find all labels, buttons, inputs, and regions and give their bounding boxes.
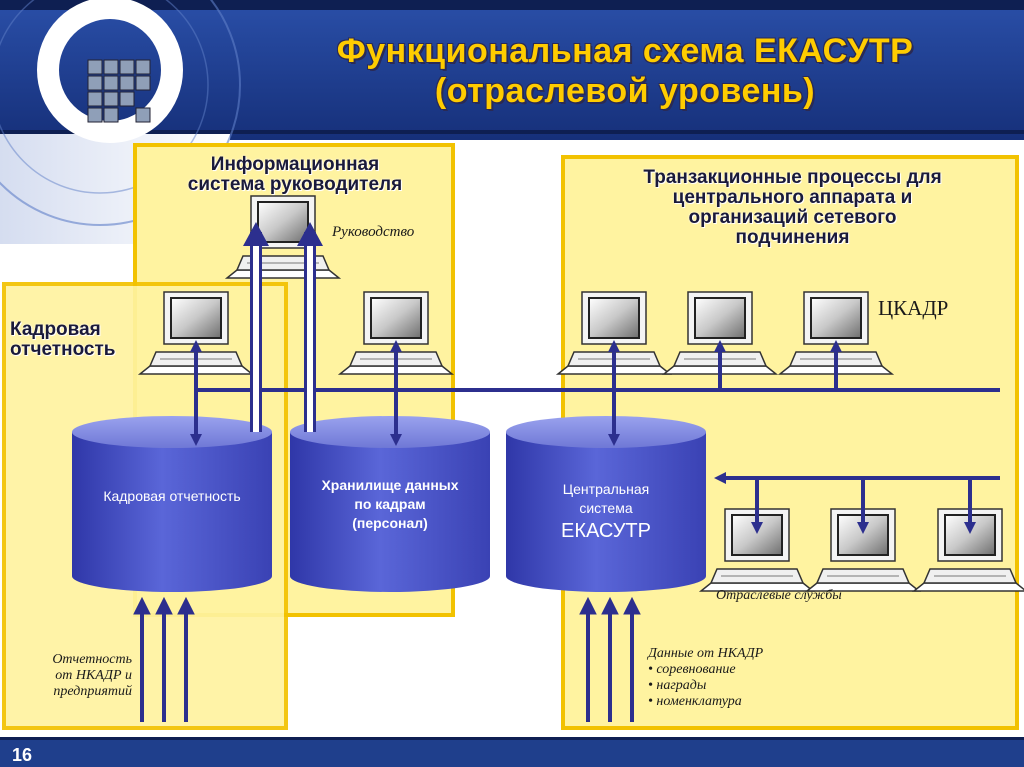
db-hr-reporting: [72, 416, 272, 592]
flow-arrows: [190, 340, 976, 534]
db-warehouse-line3: (персонал): [352, 514, 428, 531]
nkadr-data-item: • награды: [648, 678, 707, 694]
reports-in-line2: от НКАДР и: [55, 668, 132, 684]
nkadr-data-item: • соревнование: [648, 662, 736, 678]
db-central-line3: ЕКАСУТР: [561, 519, 651, 542]
db-central-line2: система: [579, 499, 633, 516]
tskadr-label: ЦКАДР: [878, 296, 949, 320]
db-central-label: Центральная система ЕКАСУТР: [506, 480, 706, 545]
db-hr-reporting-label: Кадровая отчетность: [103, 488, 241, 504]
computer-hr-icon: [137, 291, 255, 375]
db-warehouse-line2: по кадрам: [354, 495, 426, 512]
page-title: Функциональная схема ЕКАСУТР: [336, 32, 914, 70]
panel-transactions-line3: организаций сетевого: [688, 206, 897, 228]
branch-services-label: Отраслевые службы: [716, 588, 842, 603]
computer-tskadr-2-icon: [661, 291, 779, 375]
nkadr-data-list: • соревнование• награды• номенклатура: [648, 662, 763, 710]
panel-transactions-line2: центрального аппарата и: [672, 186, 913, 208]
db-warehouse-line1: Хранилище данных: [321, 477, 459, 493]
computer-warehouse-icon: [337, 291, 455, 375]
panel-transactions-line1: Транзакционные процессы для: [643, 167, 942, 188]
footer-bar: [0, 737, 1024, 767]
computer-tskadr-3-icon: [777, 291, 895, 375]
management-label: Руководство: [332, 224, 415, 240]
nkadr-data-item: • номенклатура: [648, 694, 742, 710]
nkadr-data-label: Данные от НКАДР • соревнование• награды•…: [648, 646, 763, 710]
panel-transactions-line4: подчинения: [735, 226, 850, 248]
db-warehouse: [290, 416, 490, 592]
logo-icon: [0, 0, 241, 226]
panel-executive-title-line2: система руководителя: [187, 173, 403, 195]
reports-in-line1: Отчетность: [52, 652, 132, 667]
panel-hr-title-line1: Кадровая: [10, 319, 101, 340]
incoming-arrows: [133, 596, 641, 722]
db-central-line1: Центральная: [562, 481, 650, 497]
panel-hr-title-line2: отчетность: [10, 338, 116, 360]
page-number: 16: [12, 745, 33, 765]
page-subtitle: (отраслевой уровень): [434, 72, 816, 110]
reports-in-line3: предприятий: [53, 684, 132, 700]
executive-arrows: [243, 222, 323, 432]
bus-lines: [195, 388, 1000, 484]
reports-in-label: Отчетность от НКАДР и предприятий: [10, 652, 132, 700]
panel-executive-title: Информационная система руководителя: [140, 155, 450, 195]
db-warehouse-label: Хранилище данных по кадрам (персонал): [290, 476, 490, 533]
db-central: [506, 416, 706, 592]
panel-executive-title-line1: Информационная: [210, 154, 380, 175]
nkadr-data-heading: Данные от НКАДР: [648, 646, 764, 661]
panel-transactions-title: Транзакционные процессы для центрального…: [570, 168, 1015, 248]
computer-branch-3-icon: [911, 508, 1024, 592]
panel-hr-reporting-title: Кадровая отчетность: [10, 320, 170, 360]
